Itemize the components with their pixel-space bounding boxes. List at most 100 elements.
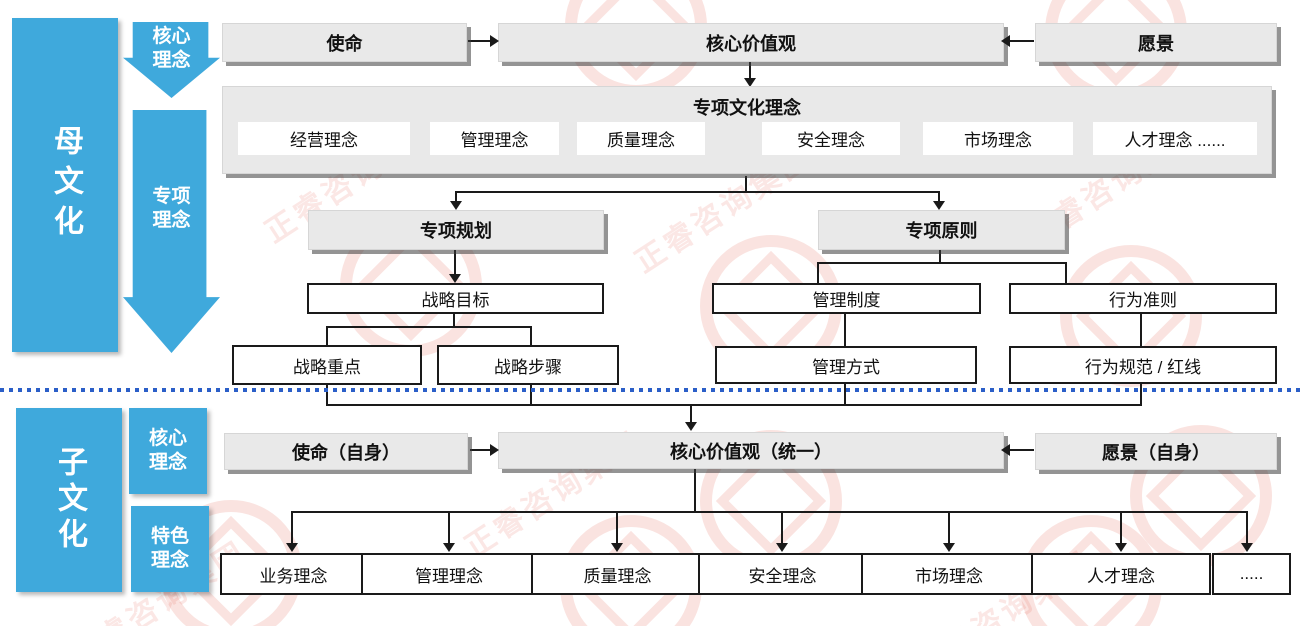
arrowhead [744,78,756,87]
connector [1010,40,1034,42]
connector [844,310,846,346]
section-divider [0,388,1300,392]
core-values-unified-node: 核心价值观（统一） [498,432,1004,469]
connector [938,191,940,203]
bottom-item-label: ..... [1239,564,1264,583]
connector [326,404,1142,406]
connector [291,511,1248,513]
parent-culture-bar: 母文化 [12,18,118,352]
special-item-label: 市场理念 [964,131,1032,150]
core-idea-arrow-label: 核心理念 [152,26,191,71]
arrowhead [1001,35,1010,47]
special-planning-label: 专项规划 [420,221,492,241]
core-values-label: 核心价值观 [706,33,796,54]
arrowhead [443,543,455,552]
special-item-node: 管理理念 [430,122,559,155]
bottom-item-label: 人才理念 [1087,566,1155,586]
core-idea-arrow: 核心理念 [123,22,220,98]
bottom-item-node: ..... [1212,553,1291,595]
connector [454,250,456,276]
connector [745,176,747,193]
connector [1140,380,1142,406]
vision-self-node: 愿景（自身） [1035,433,1277,470]
core-values-node: 核心价值观 [498,23,1004,62]
arrowhead [943,543,955,552]
bottom-item-label: 质量理念 [583,566,652,586]
bottom-item-node: 质量理念 [531,553,704,595]
bottom-item-node: 安全理念 [698,553,867,595]
special-item-label: 人才理念 ...... [1124,131,1226,150]
connector [1140,310,1142,346]
arrowhead [1241,543,1253,552]
connector [326,381,328,406]
special-item-node: 经营理念 [238,122,410,155]
connector [616,511,618,544]
special-planning-node: 专项规划 [308,210,604,250]
connector [781,511,783,544]
child-culture-bar: 子文化 [16,408,122,592]
conduct-code-node: 行为准则 [1009,283,1277,314]
conduct-norms-label: 行为规范 / 红线 [1084,357,1202,377]
connector [1065,262,1067,283]
strategic-focus-node: 战略重点 [232,345,422,385]
child-culture-label: 子文化 [53,446,86,554]
connector [455,191,457,203]
arrowhead [286,543,298,552]
connector [1120,511,1122,544]
special-idea-arrow-label: 专项理念 [152,186,191,231]
arrowhead [776,543,788,552]
core-idea-tag-label: 核心理念 [148,428,187,473]
special-item-node: 市场理念 [923,122,1073,155]
mission-self-label: 使命（自身） [292,442,400,463]
conduct-norms-node: 行为规范 / 红线 [1009,346,1277,384]
connector [453,310,455,327]
arrowhead [933,201,945,210]
core-idea-tag: 核心理念 [129,408,207,494]
mgmt-system-label: 管理制度 [812,291,881,310]
bottom-item-node: 市场理念 [861,553,1037,595]
strategic-steps-node: 战略步骤 [437,345,619,385]
bottom-item-label: 安全理念 [748,566,817,586]
arrowhead [685,422,697,431]
special-idea-arrow: 专项理念 [123,110,220,353]
vision-label: 愿景 [1138,33,1174,54]
bottom-item-label: 管理理念 [415,566,483,586]
conduct-code-label: 行为准则 [1109,291,1177,310]
arrowhead [1001,444,1010,456]
strategic-steps-label: 战略步骤 [494,357,562,377]
connector [690,404,692,423]
connector [455,191,940,193]
special-item-label: 经营理念 [290,131,358,150]
special-item-node: 质量理念 [577,122,705,155]
connector [1010,449,1034,451]
bottom-item-node: 人才理念 [1031,553,1211,595]
mgmt-system-node: 管理制度 [712,283,981,314]
special-item-label: 管理理念 [460,131,529,150]
special-culture-title: 专项文化理念 [693,98,801,118]
connector [468,40,492,42]
connector [844,380,846,406]
connector [939,248,941,264]
connector [326,326,328,345]
bottom-item-node: 业务理念 [220,553,367,595]
special-item-node: 安全理念 [762,122,900,155]
connector [749,60,751,80]
strategic-goal-label: 战略目标 [421,291,490,310]
vision-node: 愿景 [1035,23,1277,62]
arrowhead [449,274,461,283]
core-values-unified-label: 核心价值观（统一） [670,441,832,462]
bottom-item-label: 市场理念 [915,566,983,586]
arrowhead [490,35,499,47]
connector [291,511,293,544]
connector [470,449,492,451]
special-principles-node: 专项原则 [818,210,1065,250]
arrowhead [490,444,499,456]
connector [1246,511,1248,544]
mgmt-method-label: 管理方式 [812,357,880,377]
parent-culture-label: 母文化 [49,125,82,245]
connector [530,381,532,406]
arrowhead [611,543,623,552]
strategic-focus-label: 战略重点 [293,357,361,377]
feature-idea-tag: 特色理念 [131,506,209,592]
